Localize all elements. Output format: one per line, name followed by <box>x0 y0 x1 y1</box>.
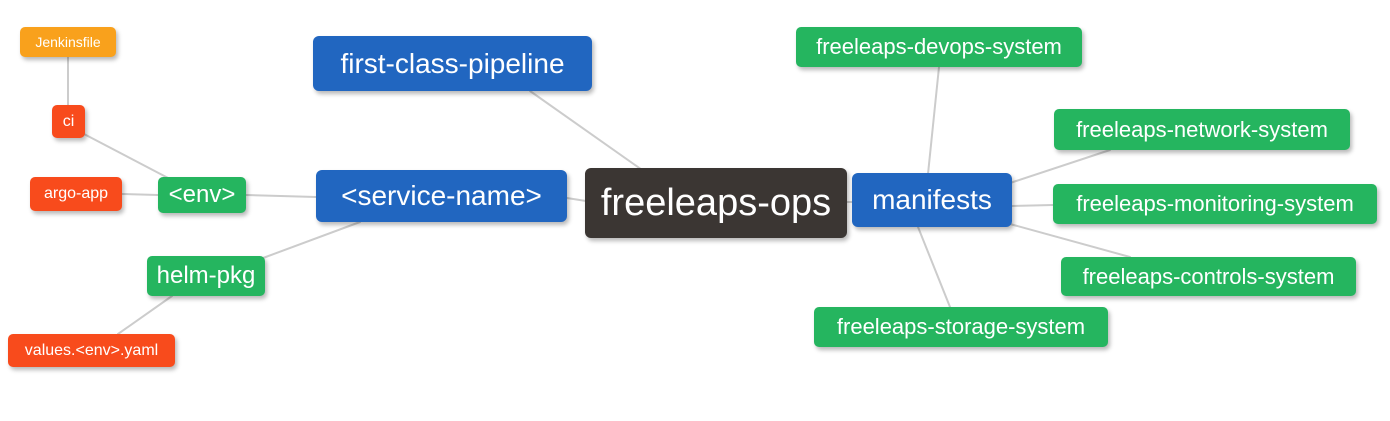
node-argo-app[interactable]: argo-app <box>30 177 122 211</box>
node-values-env-yaml[interactable]: values.<env>.yaml <box>8 334 175 367</box>
edge-argo-env <box>121 193 159 196</box>
node-ci[interactable]: ci <box>52 105 85 138</box>
node-service-name[interactable]: <service-name> <box>316 170 567 222</box>
node-env[interactable]: <env> <box>158 177 246 213</box>
edge-service-helm <box>262 221 361 259</box>
edge-manifests-monitoring <box>1011 204 1054 207</box>
edge-manifests-storage <box>917 226 951 308</box>
node-jenkinsfile[interactable]: Jenkinsfile <box>20 27 116 57</box>
edge-manifests-controls <box>1009 223 1131 258</box>
edge-ci-env <box>83 133 171 180</box>
node-freeleaps-network-system[interactable]: freeleaps-network-system <box>1054 109 1350 150</box>
edge-service-root <box>566 197 587 202</box>
edge-pipeline-root <box>529 90 646 173</box>
node-freeleaps-ops-root[interactable]: freeleaps-ops <box>585 168 847 238</box>
node-freeleaps-storage-system[interactable]: freeleaps-storage-system <box>814 307 1108 347</box>
node-freeleaps-devops-system[interactable]: freeleaps-devops-system <box>796 27 1082 67</box>
edge-helm-values <box>117 295 173 335</box>
node-manifests[interactable]: manifests <box>852 173 1012 227</box>
node-helm-pkg[interactable]: helm-pkg <box>147 256 265 296</box>
edge-manifests-network <box>1009 149 1111 184</box>
node-freeleaps-controls-system[interactable]: freeleaps-controls-system <box>1061 257 1356 296</box>
edge-env-service <box>245 194 317 198</box>
edge-manifests-devops <box>927 66 940 175</box>
node-first-class-pipeline[interactable]: first-class-pipeline <box>313 36 592 91</box>
node-freeleaps-monitoring-system[interactable]: freeleaps-monitoring-system <box>1053 184 1377 224</box>
